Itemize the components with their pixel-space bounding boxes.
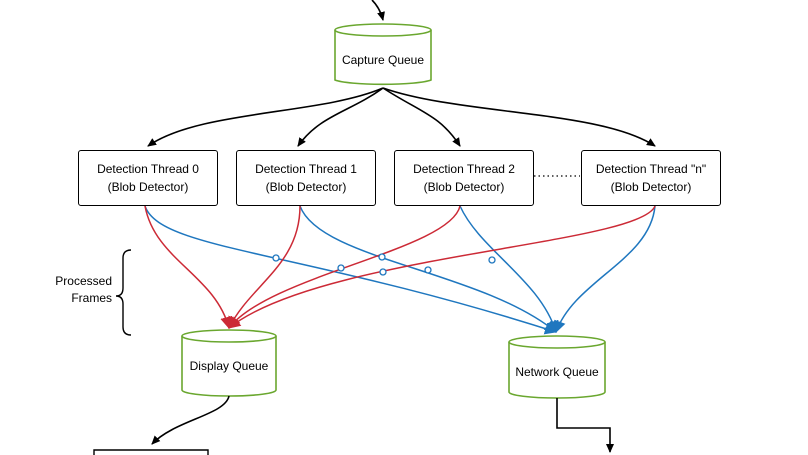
- edge-capture-thread-0: [147, 87, 384, 147]
- edge-capture-thread-n: [382, 87, 656, 147]
- display-output-arrow: [151, 395, 230, 445]
- edge-thread-n-network: [554, 205, 656, 333]
- detection-thread-n: Detection Thread "n" (Blob Detector): [581, 150, 721, 206]
- network-queue-cylinder: [508, 335, 606, 399]
- thread-title: Detection Thread 0: [97, 162, 199, 176]
- network-output-arrow: [556, 398, 614, 453]
- edge-thread-2-display: [228, 205, 461, 329]
- display-edges: [144, 205, 656, 329]
- edge-thread-0-network: [144, 205, 557, 335]
- thread-subtitle: (Blob Detector): [265, 180, 347, 194]
- thread-subtitle: (Blob Detector): [610, 180, 692, 194]
- input-arrow: [371, 0, 385, 21]
- network-edges: [144, 205, 656, 335]
- edge-capture-thread-1: [297, 87, 384, 147]
- edge-capture-thread-2: [382, 87, 461, 147]
- edge-thread-0-display: [144, 205, 232, 329]
- processed-frames-line-2: Frames: [71, 291, 112, 305]
- detection-thread-2: Detection Thread 2 (Blob Detector): [394, 150, 534, 206]
- processed-frames-label: Processed Frames: [30, 273, 112, 307]
- network-queue-label: Network Queue: [515, 365, 599, 379]
- detection-thread-0: Detection Thread 0 (Blob Detector): [78, 150, 218, 206]
- downstream-box-partial: [93, 449, 209, 455]
- capture-to-thread-edges: [147, 87, 656, 147]
- edge-thread-1-display: [228, 205, 301, 329]
- thread-title: Detection Thread 1: [255, 162, 357, 176]
- edge-thread-2-network: [459, 205, 559, 333]
- thread-subtitle: (Blob Detector): [423, 180, 505, 194]
- edge-thread-n-display: [228, 205, 656, 329]
- processed-frames-line-1: Processed: [55, 274, 112, 288]
- thread-title: Detection Thread 2: [413, 162, 515, 176]
- capture-queue-cylinder: [334, 23, 432, 86]
- thread-subtitle: (Blob Detector): [107, 180, 189, 194]
- display-queue-label: Display Queue: [189, 359, 269, 373]
- detection-thread-1: Detection Thread 1 (Blob Detector): [236, 150, 376, 206]
- thread-title: Detection Thread "n": [595, 162, 707, 176]
- processed-frames-brace: [115, 249, 132, 336]
- capture-queue-label: Capture Queue: [341, 53, 425, 67]
- edge-crossing-hops: [272, 253, 496, 276]
